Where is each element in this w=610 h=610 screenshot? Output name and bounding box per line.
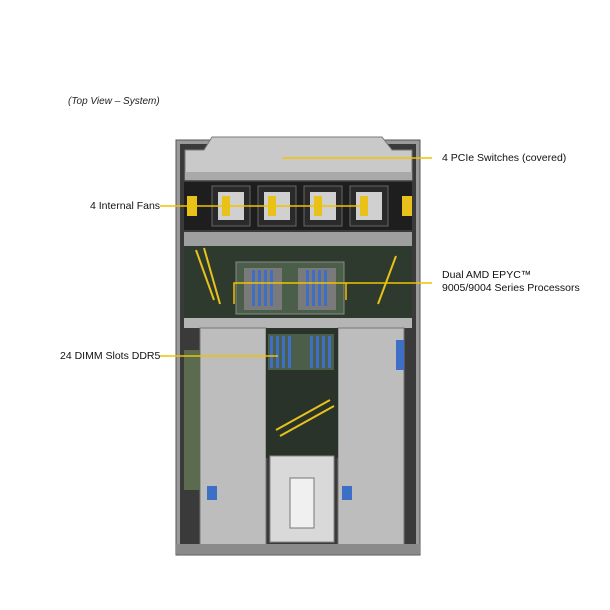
- cpu-area: [184, 246, 412, 318]
- view-title: (Top View – System): [68, 96, 160, 107]
- callout-label-fans: 4 Internal Fans: [90, 200, 160, 213]
- fans-label-text: 4 Internal Fans: [90, 200, 161, 212]
- center-board: [266, 328, 338, 543]
- cpu-socket-2: [298, 268, 336, 310]
- cpu-socket-1: [244, 268, 282, 310]
- pcie-label-text: 4 PCIe Switches (covered): [442, 152, 567, 164]
- cpu-label-line2: 9005/9004 Series Processors: [442, 282, 580, 294]
- rear-rail: [176, 544, 420, 554]
- callout-label-dimm: 24 DIMM Slots DDR5: [60, 350, 160, 363]
- callout-label-pcie: 4 PCIe Switches (covered): [442, 152, 566, 165]
- dimm-label-text: 24 DIMM Slots DDR5: [60, 350, 161, 362]
- left-riser: [184, 327, 267, 547]
- air-shroud-bar: [184, 232, 412, 246]
- cpu-label-line1: Dual AMD EPYC™: [442, 269, 532, 281]
- right-riser: [337, 327, 405, 547]
- dimm-row-top: [252, 270, 327, 306]
- callout-bracket-cpu: [233, 282, 347, 304]
- middle-crossbar: [184, 318, 412, 328]
- callout-label-cpu: Dual AMD EPYC™ 9005/9004 Series Processo…: [442, 269, 580, 295]
- callout-lines: [160, 157, 432, 357]
- dimm-row-bottom: [270, 336, 331, 368]
